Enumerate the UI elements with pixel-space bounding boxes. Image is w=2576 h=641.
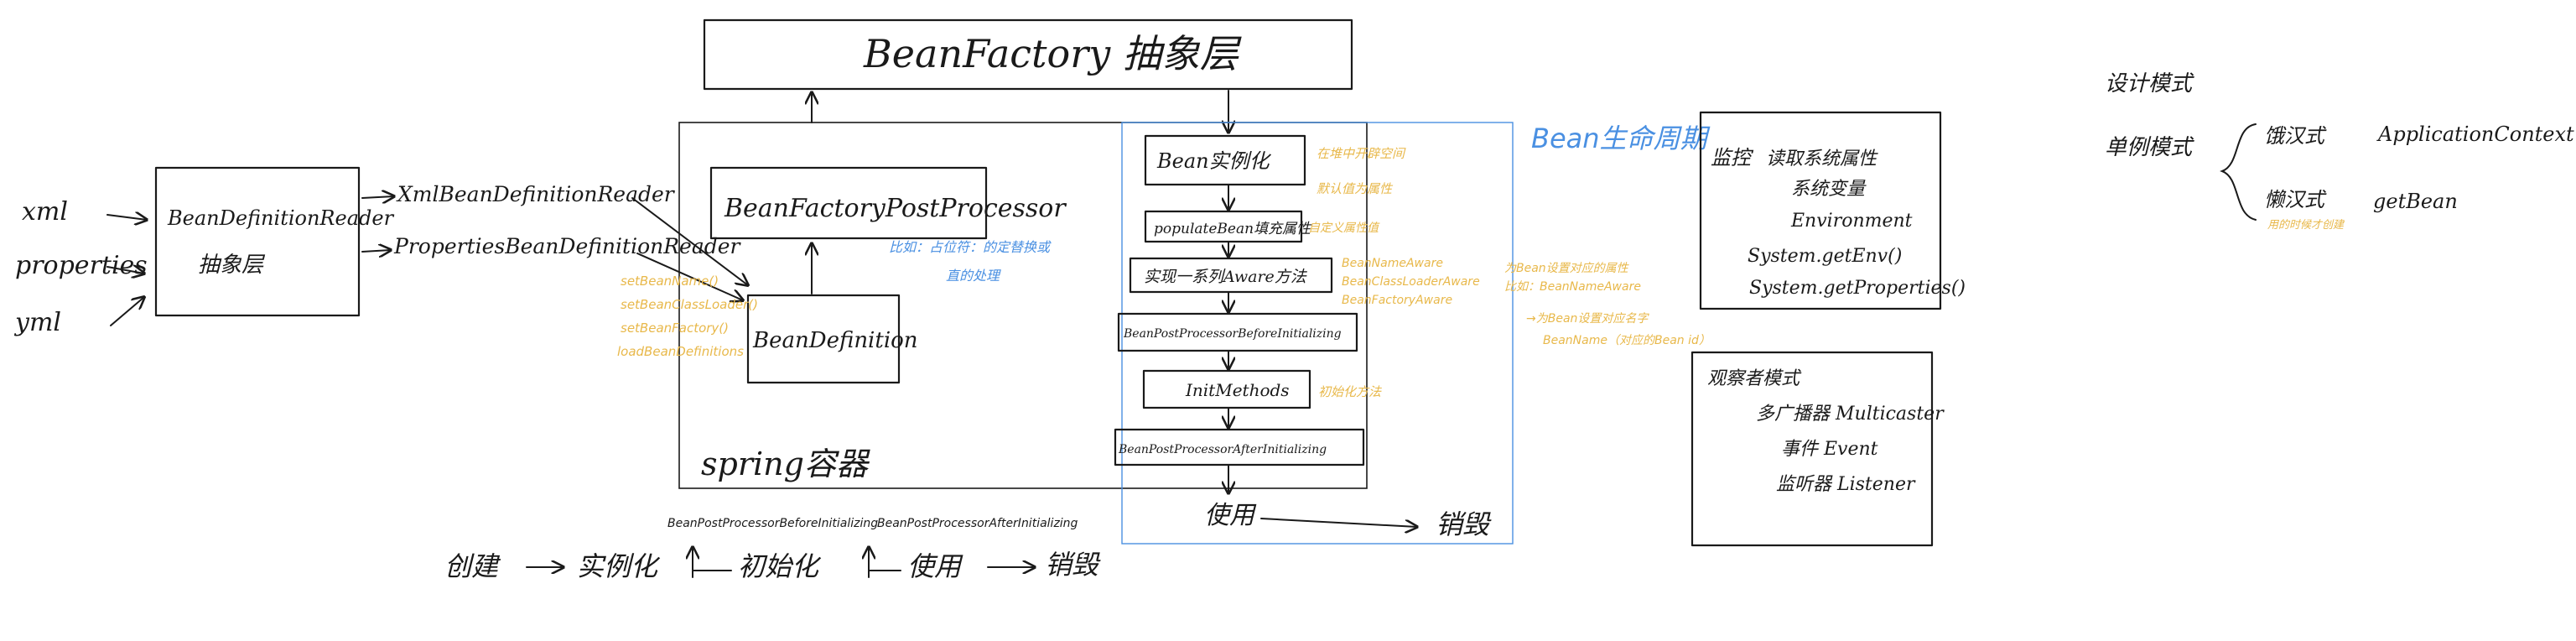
arrow-yml	[110, 297, 144, 326]
reader-box-line2: 抽象层	[198, 253, 266, 278]
monitor-line-3: System.getEnv()	[1748, 246, 1902, 267]
bottom-destroy: 销毁	[1045, 549, 1101, 581]
observer-line-0: 多广播器 Multicaster	[1756, 404, 1945, 425]
input-yml: yml	[13, 308, 61, 337]
bd-note-3: loadBeanDefinitions	[617, 344, 744, 359]
arrow-to-props-reader	[361, 250, 391, 252]
step-2: 实现一系列Aware方法	[1144, 268, 1308, 286]
monitor-box: 监控 读取系统属性 系统变量 Environment System.getEnv…	[1699, 111, 1966, 310]
observer-line-2: 监听器 Listener	[1776, 474, 1916, 495]
step-3: BeanPostProcessorBeforeInitializing	[1123, 327, 1342, 341]
bfpp-note-line2: 直的处理	[946, 268, 1001, 284]
beanfactory-box: BeanFactory 抽象层	[703, 18, 1353, 91]
bd-note-1: setBeanClassLoader()	[621, 297, 758, 312]
step-box-3	[1117, 312, 1358, 352]
monitor-line-4: System.getProperties()	[1749, 278, 1966, 299]
bottom-init: 初始化	[738, 550, 822, 582]
bottom-create: 创建	[444, 550, 501, 582]
bottom-flow: BeanPostProcessorBeforeInitializing Bean…	[444, 517, 1101, 582]
reader-box: BeanDefinitionReader 抽象层	[154, 166, 395, 317]
observer-line-1: 事件 Event	[1781, 439, 1878, 460]
beanfactory-label: BeanFactory 抽象层	[863, 31, 1242, 76]
xml-reader-label: XmlBeanDefinitionReader	[396, 182, 676, 206]
arrow-use-to-destroy	[1260, 518, 1417, 527]
aware-note-2: 比如：BeanNameAware	[1504, 280, 1641, 294]
bfpp-box: BeanFactoryPostProcessor	[709, 166, 1067, 240]
step-note-4: 初始化方法	[1318, 384, 1382, 399]
bfpp-note-line1: 比如：占位符：的定替换或	[889, 239, 1052, 255]
step-note-0: 在堆中开辟空间	[1317, 146, 1406, 161]
step-note-2: 自定义属性值	[1308, 221, 1380, 235]
arrow-props-reader-to-bd	[636, 253, 743, 300]
aware-note-1: 为Bean设置对应的属性	[1504, 262, 1630, 275]
observer-title: 观察者模式	[1707, 368, 1802, 389]
use-label: 使用	[1204, 501, 1257, 530]
bd-yellow-notes: setBeanName() setBeanClassLoader() setBe…	[617, 274, 758, 359]
singleton-brace	[2220, 123, 2257, 221]
step-box-1	[1144, 210, 1303, 243]
design-title: 设计模式	[2105, 71, 2194, 96]
monitor-line-0: 读取系统属性	[1766, 149, 1878, 169]
eager-label: 饿汉式	[2264, 124, 2327, 148]
aware-2: BeanFactoryAware	[1342, 294, 1452, 307]
monitor-line-1: 系统变量	[1791, 179, 1867, 200]
lazy-example: getBean	[2373, 190, 2458, 213]
bottom-instantiate: 实例化	[577, 550, 661, 582]
bottom-after-label: BeanPostProcessorAfterInitializing	[877, 517, 1078, 530]
bd-note-0: setBeanName()	[621, 274, 719, 289]
step-1: populateBean填充属性	[1154, 221, 1312, 237]
lifecycle-yellow-notes: 在堆中开辟空间 默认值为属性 自定义属性值 初始化方法 BeanNameAwar…	[1308, 146, 1711, 399]
reader-box-line1: BeanDefinitionReader	[167, 206, 395, 230]
aware-note-4: BeanName（对应的Bean id）	[1543, 334, 1711, 347]
design-patterns: 设计模式 单例模式 饿汉式 ApplicationContext 懒汉式 get…	[2105, 71, 2574, 232]
arrow-xml	[106, 215, 147, 220]
props-reader-label: PropertiesBeanDefinitionReader	[393, 234, 742, 258]
bottom-before-label: BeanPostProcessorBeforeInitializing	[667, 517, 878, 530]
aware-0: BeanNameAware	[1342, 257, 1443, 270]
input-xml: xml	[22, 197, 68, 227]
lifecycle-steps: Bean实例化 populateBean填充属性 实现一系列Aware方法 Be…	[1114, 134, 1365, 493]
bfpp-label: BeanFactoryPostProcessor	[724, 194, 1067, 223]
input-sources: xml properties yml	[13, 197, 148, 337]
eager-example: ApplicationContext	[2376, 122, 2574, 146]
arrow-xml-reader-to-bd	[631, 197, 748, 285]
lifecycle-title: Bean生命周期	[1531, 122, 1711, 154]
step-box-5	[1114, 428, 1365, 466]
spring-container-box	[678, 122, 1368, 489]
monitor-title: 监控	[1711, 146, 1754, 169]
monitor-line-2: Environment	[1790, 211, 1913, 232]
bottom-use: 使用	[907, 550, 963, 582]
step-box-0	[1144, 134, 1306, 186]
step-note-1: 默认值为属性	[1317, 181, 1394, 196]
input-properties: properties	[15, 251, 148, 280]
destroy-label: 销毁	[1436, 508, 1492, 540]
arrow-properties	[106, 267, 144, 274]
aware-note-3: →为Bean设置对应名字	[1526, 312, 1649, 326]
step-4: InitMethods	[1185, 380, 1290, 400]
step-box-2	[1129, 257, 1333, 294]
aware-1: BeanClassLoaderAware	[1342, 275, 1480, 289]
lazy-note: 用的时候才创建	[2267, 219, 2345, 232]
lazy-label: 懒汉式	[2264, 188, 2327, 211]
step-box-4	[1142, 369, 1311, 409]
spring-container-label: spring容器	[701, 446, 870, 482]
step-0: Bean实例化	[1156, 149, 1272, 173]
singleton-label: 单例模式	[2105, 135, 2194, 160]
bd-note-2: setBeanFactory()	[621, 320, 729, 336]
bd-label: BeanDefinition	[752, 328, 918, 353]
lifecycle-blue-frame	[1121, 122, 1514, 545]
observer-box: 观察者模式 多广播器 Multicaster 事件 Event 监听器 List…	[1690, 351, 1945, 547]
bd-box: BeanDefinition	[746, 294, 918, 384]
arrow-to-xml-reader	[361, 196, 394, 198]
step-5: BeanPostProcessorAfterInitializing	[1118, 443, 1327, 456]
